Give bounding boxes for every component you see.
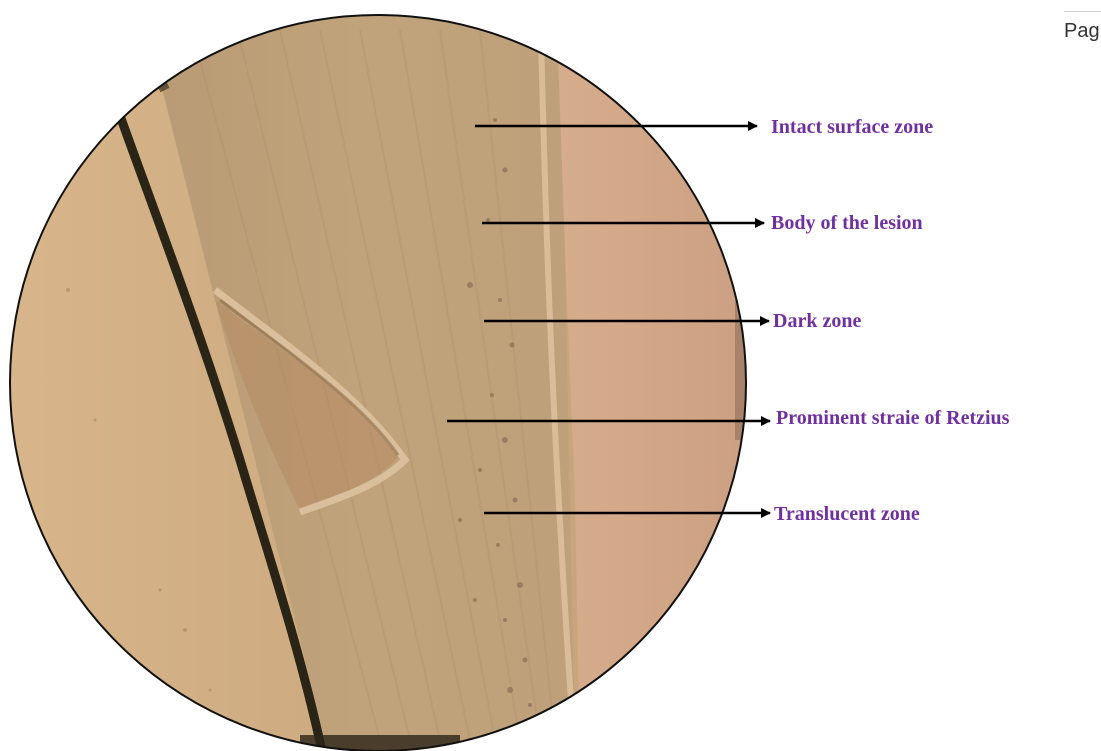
tooth-surface-region [556, 0, 800, 751]
label-body-of-lesion: Body of the lesion [771, 213, 923, 233]
micrograph-image [0, 0, 800, 751]
label-prominent-striae: Prominent straie of Retzius [776, 408, 1009, 428]
label-intact-surface-zone: Intact surface zone [771, 117, 933, 137]
label-dark-zone: Dark zone [773, 311, 861, 331]
bottom-artifact [300, 735, 460, 751]
label-translucent-zone: Translucent zone [774, 504, 920, 524]
lesion-front-top [122, 60, 165, 90]
